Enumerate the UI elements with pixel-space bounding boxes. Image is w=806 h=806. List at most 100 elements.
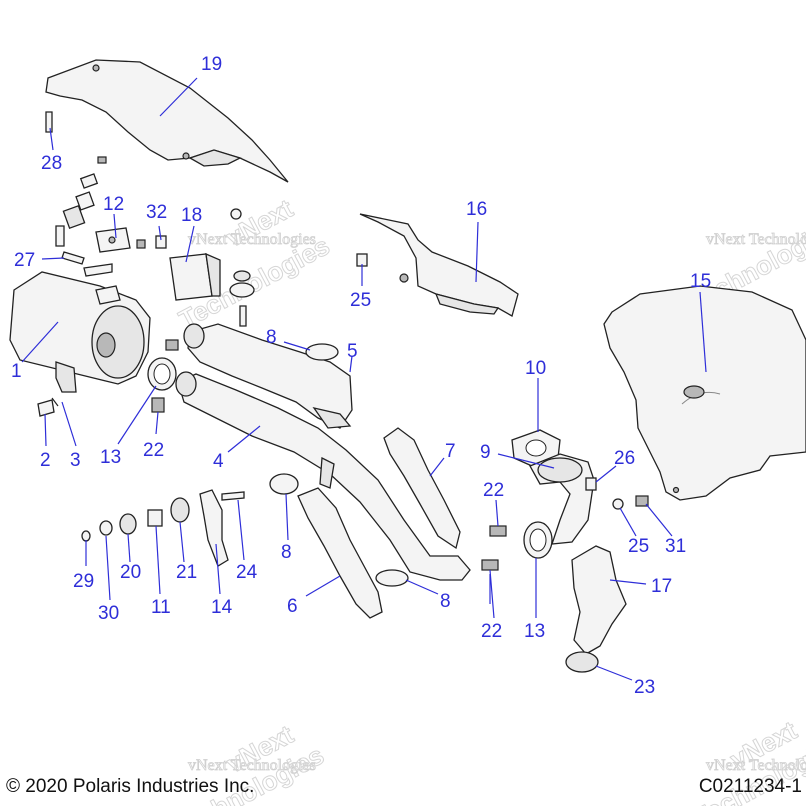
spacer-11 (147, 509, 163, 527)
grommet (75, 191, 95, 211)
callout-26: 26 (614, 448, 635, 469)
callout-5: 5 (347, 341, 358, 362)
callout-17: 17 (651, 576, 672, 597)
callout-8: 8 (266, 327, 277, 348)
gasket-13b-inner (529, 528, 547, 552)
callout-28: 28 (41, 153, 62, 174)
muffler-inlet-pipe (55, 361, 77, 393)
pipe-4-tab (319, 456, 335, 489)
pipe-shield-7 (383, 427, 461, 550)
heat-shield-hole (182, 152, 190, 160)
spring-22 (151, 397, 165, 413)
callout-13: 13 (100, 447, 121, 468)
plate-hole (108, 236, 116, 244)
callout-22: 22 (143, 440, 164, 461)
heat-shield-flange (188, 149, 242, 167)
callout-15: 15 (690, 271, 711, 292)
callout-22c: 22 (481, 621, 502, 642)
spacer (79, 173, 99, 189)
bracket-18 (169, 253, 213, 301)
callout-20: 20 (120, 562, 141, 583)
heat-shield-15-hole (672, 486, 680, 494)
gasket-13-inner (153, 363, 171, 385)
screw (399, 273, 409, 283)
pipe-shield-6 (297, 487, 383, 619)
callout-9: 9 (480, 442, 491, 463)
callout-19: 19 (201, 54, 222, 75)
isolator-18 (229, 282, 255, 298)
callout-25b: 25 (628, 536, 649, 557)
callout-30: 30 (98, 603, 119, 624)
heat-shield-16 (359, 213, 519, 317)
muffler-end-cap (91, 305, 145, 379)
clip-31 (635, 495, 649, 507)
callout-32: 32 (146, 202, 167, 223)
spring-22 (165, 339, 179, 351)
callout-11: 11 (151, 597, 171, 618)
callout-24: 24 (236, 562, 258, 583)
washer-30 (99, 520, 113, 536)
callout-7: 7 (445, 441, 456, 462)
isolator-21 (170, 497, 190, 523)
callout-12: 12 (103, 194, 124, 215)
callout-27: 27 (14, 250, 35, 271)
fastener-25b (612, 498, 624, 510)
pipe-4 (177, 373, 471, 581)
watermark-text: vNext Technologies (188, 231, 316, 248)
callout-29: 29 (73, 571, 94, 592)
clamp-8 (269, 473, 299, 495)
callout-16: 16 (466, 199, 487, 220)
heat-shield-15-dimple (683, 385, 705, 399)
heat-shield-upper (45, 59, 289, 183)
heat-shield-hole (92, 64, 100, 72)
bracket-18-side (205, 252, 221, 297)
ring-23 (565, 651, 599, 673)
callout-13b: 13 (524, 621, 545, 642)
leader-lines (21, 77, 707, 681)
callout-23: 23 (634, 677, 655, 698)
callout-14: 14 (211, 597, 233, 618)
copyright-notice: © 2020 Polaris Industries Inc. (6, 776, 255, 797)
gasket-10-opening (525, 439, 547, 457)
clamp-8 (375, 569, 409, 587)
bolt (55, 225, 65, 247)
pipe-5-clip (312, 406, 352, 429)
bolt-long (83, 263, 113, 277)
nut-top (230, 208, 242, 220)
bolt-27 (61, 251, 85, 265)
clip-2 (37, 399, 55, 417)
watermark-text: vNext Technologies (706, 231, 806, 248)
callout-3: 3 (70, 450, 81, 471)
callout-6: 6 (287, 596, 298, 617)
callout-22b: 22 (483, 480, 504, 501)
muffler-outlet (96, 332, 116, 358)
pipe-5 (187, 323, 353, 429)
washer-18 (233, 270, 251, 282)
callout-18: 18 (181, 205, 202, 226)
heat-shield-16-edge (434, 293, 500, 315)
nut-29 (81, 530, 91, 542)
callout-10: 10 (525, 358, 546, 379)
watermark-text: vNext Technologies (706, 757, 806, 774)
nut-26 (585, 477, 597, 491)
callout-25: 25 (350, 290, 371, 311)
parts-artwork (9, 59, 806, 673)
callout-31: 31 (665, 536, 686, 557)
washer (97, 156, 107, 164)
callout-8b: 8 (281, 542, 292, 563)
spring-22 (489, 525, 507, 537)
spring-3 (51, 397, 59, 407)
callout-1: 1 (11, 361, 22, 382)
grommet-20 (119, 513, 137, 535)
pipe-5-flange (183, 323, 205, 349)
muffler-mount-tab (95, 285, 121, 305)
isolator (62, 204, 86, 230)
pipe-9-flange (537, 457, 583, 483)
figure-id: C0211234-1 (698, 776, 802, 797)
spring-22 (481, 559, 499, 571)
bolt-24 (221, 491, 245, 501)
callout-21: 21 (176, 562, 197, 583)
callout-4: 4 (213, 451, 224, 472)
callout-2: 2 (40, 450, 51, 471)
